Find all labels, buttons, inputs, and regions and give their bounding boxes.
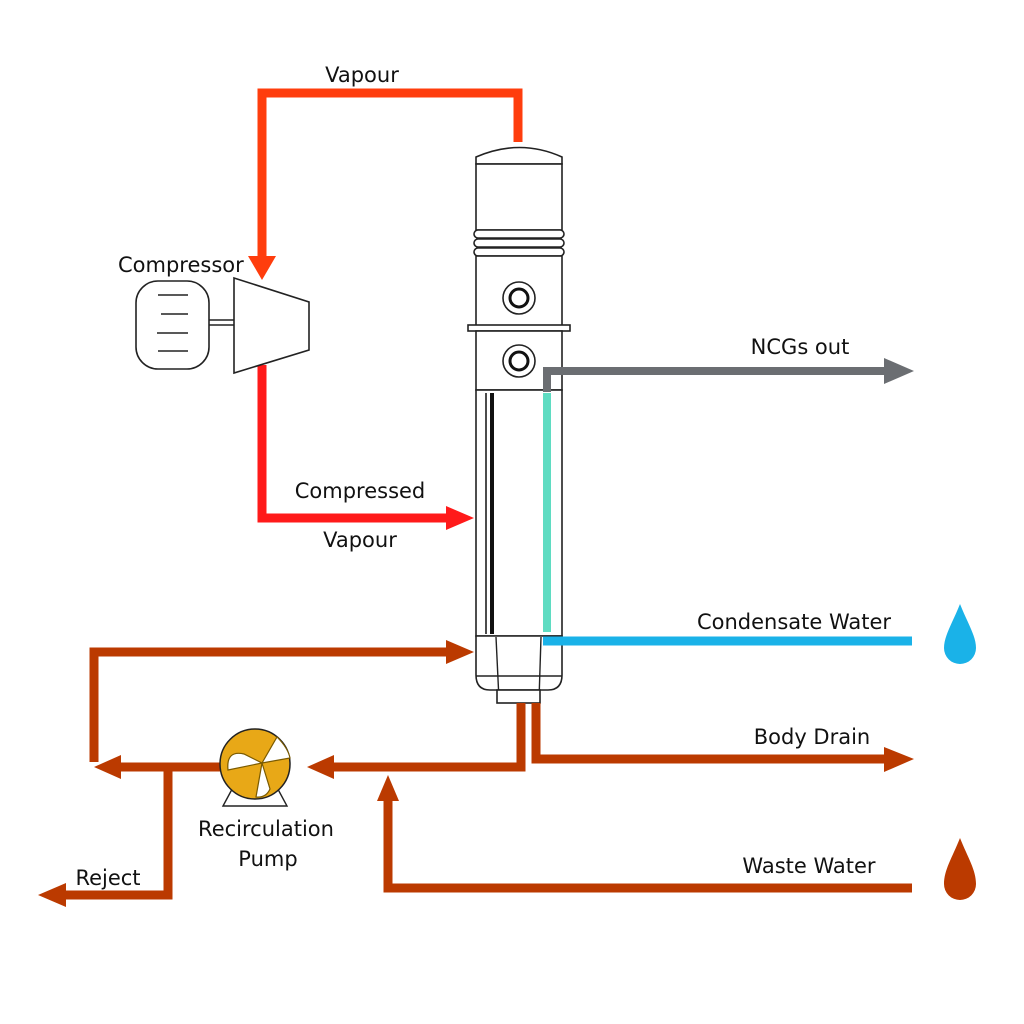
reject-line — [38, 767, 173, 907]
recirculation-return-line — [307, 703, 526, 779]
sight-glass-lower — [502, 344, 536, 378]
waste-water-line — [377, 775, 912, 893]
evaporator-vessel — [467, 146, 571, 704]
compressor-body — [233, 276, 310, 375]
compressor-label: Compressor — [118, 253, 244, 277]
compressed-vapour-label-line2: Vapour — [323, 528, 397, 552]
recirculation-pump-label-line2: Pump — [238, 847, 297, 871]
reject-label: Reject — [75, 866, 140, 890]
condensate-water-drop-icon — [944, 604, 976, 664]
waste-water-label: Waste Water — [742, 854, 876, 878]
vapour-label: Vapour — [325, 63, 399, 87]
compressor-motor — [135, 280, 210, 370]
vapour-line — [248, 88, 523, 280]
body-drain-line — [531, 703, 914, 772]
compressed-vapour-arrowhead — [446, 506, 474, 530]
recirculation-pump-label-line1: Recirculation — [198, 817, 334, 841]
compressor — [135, 276, 310, 375]
ncg-line — [543, 358, 914, 392]
vapour-arrowhead — [248, 256, 276, 280]
recirculation-pump — [219, 728, 291, 807]
body-drain-label: Body Drain — [754, 725, 871, 749]
sight-glass-upper — [502, 281, 536, 315]
compressed-vapour-label-line1: Compressed — [295, 479, 426, 503]
ncgs-out-label: NCGs out — [751, 335, 850, 359]
ncg-arrowhead — [884, 358, 914, 384]
waste-water-drop-icon — [944, 838, 976, 900]
compressed-vapour-line — [257, 365, 474, 530]
condensate-water-label: Condensate Water — [697, 610, 891, 634]
